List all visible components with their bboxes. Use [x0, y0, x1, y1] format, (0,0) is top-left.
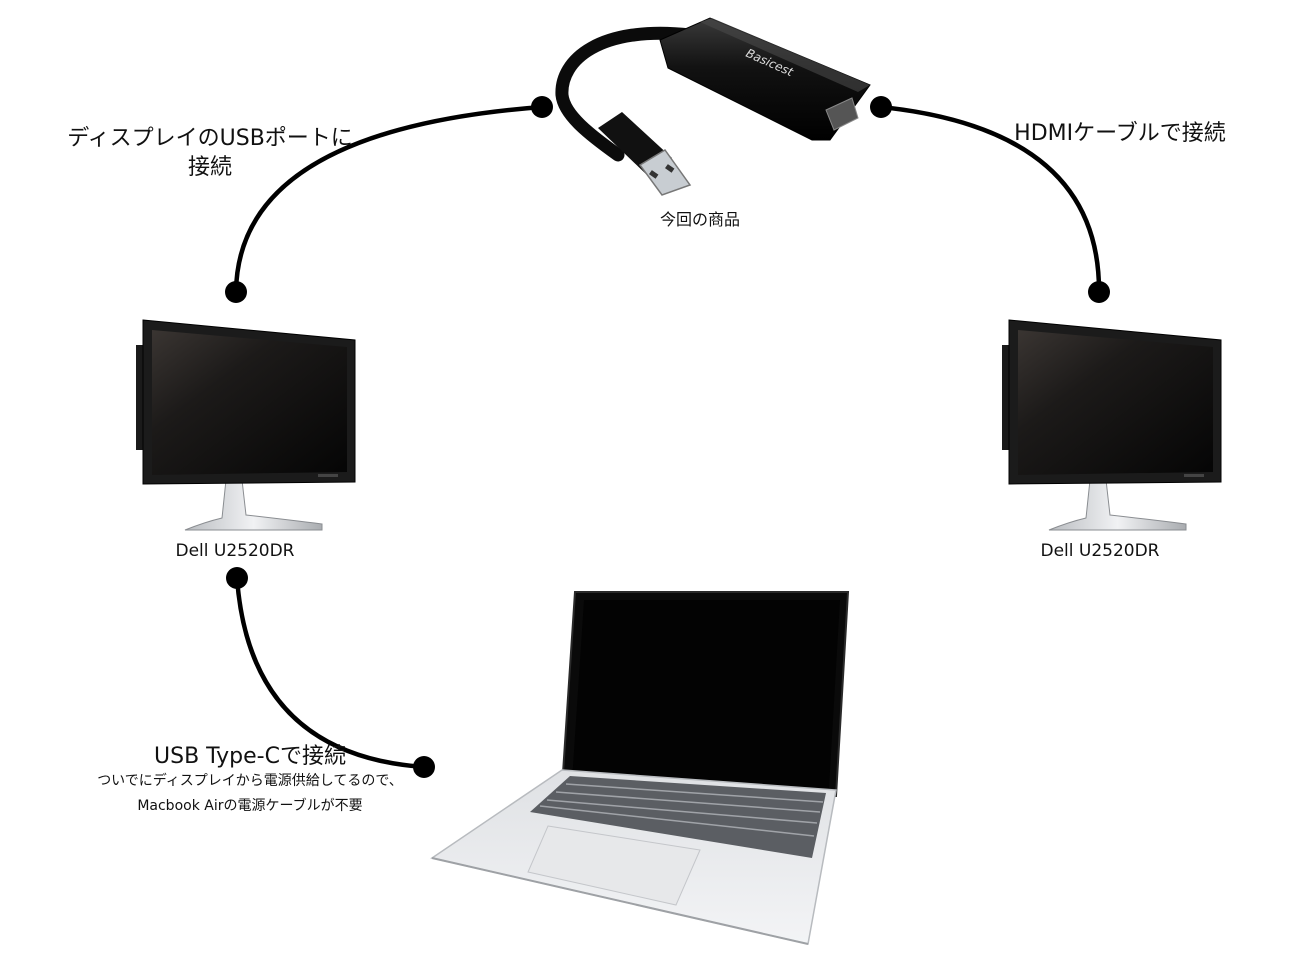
connector-dot	[531, 96, 553, 118]
power-note-line2: Macbook Airの電源ケーブルが不要	[137, 798, 363, 814]
monitor-left-image	[136, 319, 356, 531]
hdmi-connection-label: HDMIケーブルで接続	[1014, 121, 1226, 146]
usb-port-connection-label: ディスプレイのUSBポートに 接続	[40, 125, 380, 182]
connector-arc-hdmi	[880, 104, 1102, 293]
connector-dot	[1088, 281, 1110, 303]
usb-hdmi-adapter-image: Basicest	[555, 17, 871, 196]
connector-arc-typec	[234, 577, 425, 770]
typec-connection-label: USB Type-Cで接続	[154, 744, 346, 769]
laptop-image	[430, 591, 850, 945]
connector-dot	[225, 281, 247, 303]
connector-arc-usb-port	[233, 104, 543, 293]
power-note-line1: ついでにディスプレイから電源供給してるので、	[97, 773, 403, 789]
usb-port-label-line1: ディスプレイのUSBポートに	[67, 126, 353, 151]
connector-dot	[413, 756, 435, 778]
monitor-right-caption: Dell U2520DR	[1040, 541, 1160, 561]
connector-dot	[870, 96, 892, 118]
connector-dot	[226, 567, 248, 589]
monitor-left-caption: Dell U2520DR	[175, 541, 295, 561]
monitor-right-image	[1002, 319, 1222, 531]
product-caption: 今回の商品	[659, 210, 740, 229]
usb-port-label-line2: 接続	[187, 154, 232, 180]
